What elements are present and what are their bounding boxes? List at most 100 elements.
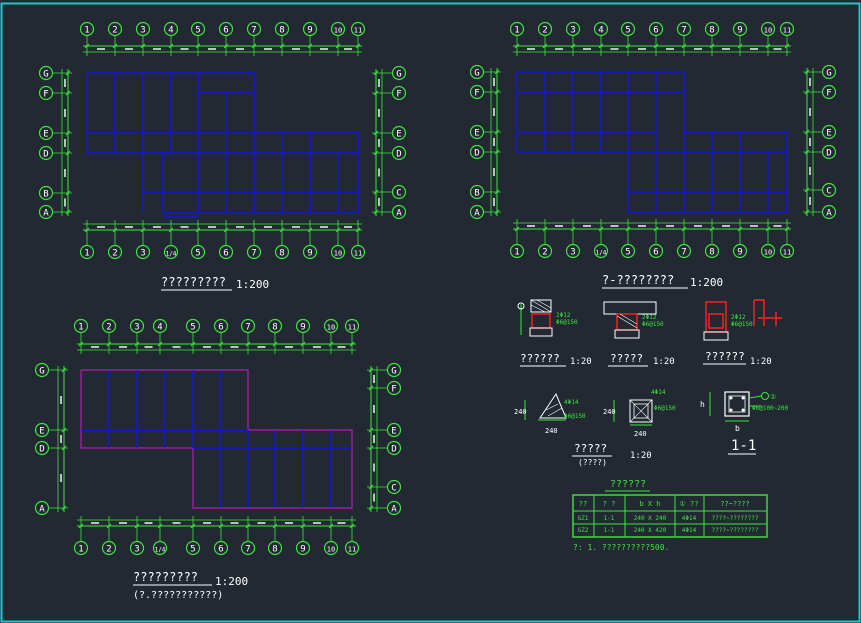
detail-4-subtitle: (????)	[578, 458, 607, 467]
plan-1-top-axis-1-circle	[107, 21, 123, 37]
plan-2-beams	[516, 71, 788, 213]
plan-1-top-axis-8-circle	[302, 21, 318, 37]
plan-2-top-axis-0-circle	[509, 21, 525, 37]
plan-2-top-axis-7-label: 8	[709, 26, 714, 36]
plan-3-left-axis-2-circle	[34, 440, 50, 456]
table-cell-0-3: 4Φ14	[682, 515, 697, 522]
plan-3-bottom-axis-4-circle	[185, 540, 201, 556]
plan-3-bottom-axis-5-circle	[213, 540, 229, 556]
plan-3-top-axis-3-circle	[152, 318, 168, 334]
plan-1-top-axis-5-circle	[218, 21, 234, 37]
plan-2-bottom-axis-1-label: 2	[542, 248, 547, 258]
plan-1-top-axis-0-label: 1	[84, 26, 89, 36]
plan-3-title: ?????????	[133, 570, 198, 584]
plan-1-left-axis-5-circle	[38, 204, 54, 220]
plan-1-bottom-axis-10-label: 11	[354, 250, 362, 258]
plan-3-bottom-axis-2-circle	[129, 540, 145, 556]
plan-1-top-axis-1-label: 2	[112, 26, 117, 36]
plan-1-bottom-axis-6-circle	[246, 244, 262, 260]
plan-2-top-axis-2-circle	[565, 21, 581, 37]
plan-1-top-axis-3-label: 4	[168, 26, 173, 36]
plan-3-bottom-axis-4-label: 5	[190, 545, 195, 555]
detail-2-scale: 1:20	[653, 357, 675, 367]
plan-2-right-axis-3-circle	[821, 144, 837, 160]
table-cell-0-1: 1-1	[604, 515, 615, 522]
plan-1-right-axis-5-label: A	[396, 209, 402, 219]
plan-3-top-axis-2-label: 3	[134, 323, 139, 333]
detail-6-h: h	[700, 400, 705, 409]
plan-1-bottom-axis-1-label: 2	[112, 249, 117, 259]
table-cell-1-2: 240 X 420	[634, 527, 667, 534]
plan-1-left-axis-1-circle	[38, 85, 54, 101]
plan-1-top-axis-2-label: 3	[140, 26, 145, 36]
plan-3-bottom-axis-9-label: 10	[327, 546, 335, 554]
plan-2-top-axis-4-circle	[620, 21, 636, 37]
plan-1-bottom-axis-6-label: 7	[251, 249, 256, 259]
plan-3-top-axis-10-circle	[344, 318, 360, 334]
plan-1-right-axis-2-label: E	[396, 130, 401, 140]
plan-1-bottom-axis-9-circle	[330, 244, 346, 260]
plan-1-top-axis-3-circle	[163, 21, 179, 37]
plan-3-right-axis-0-label: G	[391, 367, 396, 377]
plan-3-right-axis-2-circle	[386, 422, 402, 438]
detail-3: 2Φ12 Φ6@150 ?????? 1:20	[703, 299, 782, 367]
plan-2-bottom-axis-6-label: 7	[681, 248, 686, 258]
detail-2-stirrup: Φ6@150	[642, 321, 664, 328]
plan-2-bottom-axis-2-label: 3	[570, 248, 575, 258]
detail-3-title: ??????	[705, 350, 745, 363]
plan-2-bottom-axis-3-label: 1/4	[596, 250, 607, 257]
plan-1-bottom-axis-4-label: 5	[195, 249, 200, 259]
plan-1-bottom-axis-5-label: 6	[223, 249, 228, 259]
detail-6-b: b	[735, 424, 740, 433]
table-title: ??????	[610, 479, 646, 490]
plan-3-top-axis-3-label: 4	[157, 323, 162, 333]
plan-2-top-axis-10-circle	[779, 21, 795, 37]
plan-2-right-axis-1-label: F	[826, 89, 831, 99]
plan-1-left-axis-4-circle	[38, 185, 54, 201]
plan-1-bottom-axis-10-circle	[350, 244, 366, 260]
plan-2-top-axis-8-label: 9	[737, 26, 742, 36]
plan-2-top-axis-5-label: 6	[653, 26, 658, 36]
plan-1-left-axis-2-label: E	[43, 130, 48, 140]
detail-1-stirrup: Φ6@150	[556, 319, 578, 326]
plan-3-top-axis-9-label: 10	[327, 324, 335, 332]
plan-2-bottom-axis-9-label: 10	[764, 249, 772, 257]
plan-2-top-axis-10-label: 11	[783, 27, 791, 35]
plan-2-left-axis-1-label: F	[474, 89, 479, 99]
plan-1-bottom-axis-7-label: 8	[279, 249, 284, 259]
plan-3-right-axis-2-label: E	[391, 427, 396, 437]
plan-3-bottom-axis-3-label: 1/4	[155, 547, 166, 554]
plan-2-top-axis-1-circle	[537, 21, 553, 37]
plan-2-right-axis-2-circle	[821, 124, 837, 140]
plan-2-left-axis-0-label: G	[474, 69, 479, 79]
plan-1-right-axis-4-circle	[391, 184, 407, 200]
detail-5-dim: 240	[634, 430, 647, 438]
plan-2-left-axis-2-label: E	[474, 129, 479, 139]
plan-3-top-axis-5-circle	[213, 318, 229, 334]
plan-3-top-axis-8-label: 9	[300, 323, 305, 333]
plan-3-bottom-axis-1-label: 2	[106, 545, 111, 555]
plan-2-top-axis-2-label: 3	[570, 26, 575, 36]
table-header-1: ? ?	[603, 500, 616, 508]
plan-2-bottom-axis-10-label: 11	[783, 249, 791, 257]
plan-1-right-axis-4-label: C	[396, 189, 401, 199]
plan-3-top-axis-1-label: 2	[106, 323, 111, 333]
plan-1-right-axis-1-label: F	[396, 90, 401, 100]
plan-3-right-axis-1-circle	[386, 380, 402, 396]
detail-6-callout-circle	[761, 392, 769, 400]
plan-1-top-axis-5-label: 6	[223, 26, 228, 36]
plan-2-top-axis-3-circle	[593, 21, 609, 37]
plan-3-right-axis-3-circle	[386, 440, 402, 456]
plan-3-left-axis-3-label: A	[39, 505, 45, 515]
plan-3-bottom-axis-2-label: 3	[134, 545, 139, 555]
plan-1-bottom-axis-9-label: 10	[334, 250, 342, 258]
detail-2-rebar: 2Φ12	[642, 314, 657, 321]
plan-3-subtitle: (?.???????????)	[133, 590, 223, 601]
